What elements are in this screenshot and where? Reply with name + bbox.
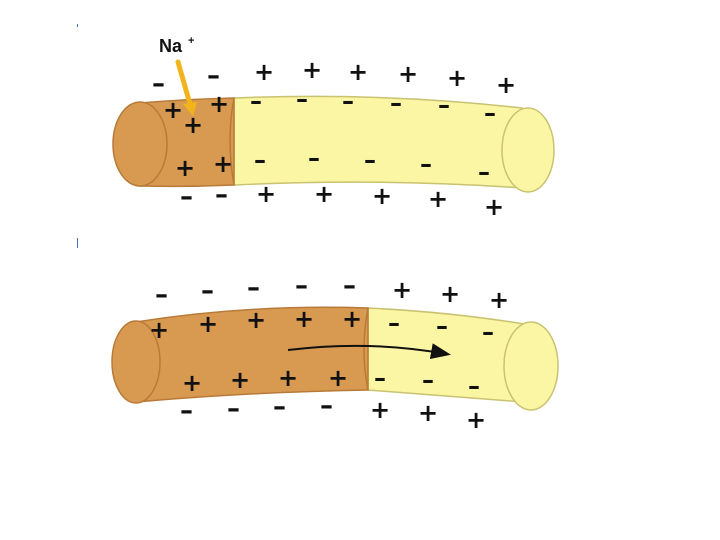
na-ion-label: Na (159, 36, 183, 56)
top-inner-minus-3: – (342, 87, 354, 115)
bottom-outer-plus-2: + (440, 280, 460, 308)
top-outer-plus-11: + (484, 193, 504, 221)
bottom-inner-minus-4: – (374, 364, 386, 392)
top-inner-minus-1: – (250, 87, 262, 115)
axon-top-right-end (501, 107, 555, 193)
bottom-inner-minus-6: – (468, 372, 480, 400)
bottom-inner-minus-2: – (436, 312, 448, 340)
top-inner-minus-8: – (308, 144, 320, 172)
top-outer-plus-2: + (302, 56, 322, 84)
bottom-outer-plus-4: + (370, 396, 390, 424)
na-influx-arrow-shaft (175, 59, 193, 107)
bottom-inner-plus-4: + (294, 305, 314, 333)
bottom-outer-plus-1: + (392, 276, 412, 304)
top-inner-minus-4: – (390, 89, 402, 117)
top-inner-minus-10: – (420, 150, 432, 178)
bottom-outer-minus-7: – (227, 394, 240, 424)
top-inner-plus-5: + (213, 150, 233, 178)
bottom-inner-plus-2: + (198, 310, 218, 338)
top-inner-minus-9: – (364, 146, 376, 174)
axon-bottom-left-end (111, 320, 161, 404)
top-inner-plus-3: + (209, 90, 229, 118)
top-outer-minus-1: – (152, 69, 165, 99)
top-inner-minus-5: – (438, 91, 450, 119)
na-influx-arrow-head (183, 102, 197, 116)
top-outer-plus-3: + (348, 58, 368, 86)
bottom-outer-minus-9: – (320, 391, 333, 421)
top-inner-minus-2: – (296, 85, 308, 113)
axon-bottom (111, 306, 559, 411)
sodium-influx: Na + (159, 35, 197, 116)
axon-top-charges: – – + + + + + + + + + – – – – – – + + – … (152, 56, 516, 221)
bottom-inner-plus-5: + (342, 305, 362, 333)
propagation-arrow (287, 343, 451, 360)
bottom-inner-plus-3: + (246, 306, 266, 334)
bottom-inner-minus-3: – (482, 318, 494, 346)
top-outer-minus-4: – (215, 180, 228, 210)
top-inner-minus-11: – (478, 158, 490, 186)
na-ion-charge: + (188, 35, 194, 47)
axon-top-left-end (112, 101, 168, 187)
top-outer-minus-2: – (207, 61, 220, 91)
bottom-inner-minus-1: – (388, 309, 400, 337)
bottom-outer-plus-3: + (489, 286, 509, 314)
top-outer-plus-1: + (254, 58, 274, 86)
bottom-outer-minus-2: – (201, 276, 214, 306)
bottom-outer-plus-5: + (418, 399, 438, 427)
top-outer-plus-10: + (428, 185, 448, 213)
slide-tick-mid (77, 238, 78, 248)
bottom-inner-minus-5: – (422, 366, 434, 394)
axon-bottom-front-boundary (363, 307, 369, 391)
top-outer-minus-3: – (180, 182, 193, 212)
bottom-outer-minus-5: – (343, 271, 356, 301)
top-inner-minus-7: – (254, 146, 266, 174)
axon-bottom-right-end (503, 321, 559, 411)
axon-bottom-charges: – – – – – + + + + + + + + – – – + + + + … (149, 271, 509, 434)
bottom-inner-plus-9: + (328, 364, 348, 392)
bottom-inner-plus-8: + (278, 364, 298, 392)
top-outer-plus-5: + (447, 64, 467, 92)
top-inner-minus-6: – (484, 99, 496, 127)
top-inner-plus-4: + (175, 154, 195, 182)
axon-top (112, 95, 555, 193)
top-outer-plus-4: + (398, 60, 418, 88)
top-outer-plus-7: + (256, 180, 276, 208)
bottom-inner-plus-7: + (230, 366, 250, 394)
bottom-outer-minus-6: – (180, 396, 193, 426)
top-outer-plus-9: + (372, 182, 392, 210)
bottom-outer-minus-8: – (273, 392, 286, 422)
bottom-inner-plus-6: + (182, 369, 202, 397)
bottom-inner-plus-1: + (149, 316, 169, 344)
top-inner-plus-2: + (183, 111, 203, 139)
top-outer-plus-6: + (496, 71, 516, 99)
bottom-outer-minus-3: – (247, 273, 260, 303)
axon-top-front-boundary (229, 97, 235, 186)
top-outer-plus-8: + (314, 180, 334, 208)
bottom-outer-plus-6: + (466, 406, 486, 434)
slide-tick-top (77, 24, 78, 27)
bottom-outer-minus-4: – (295, 271, 308, 301)
top-inner-plus-1: + (163, 96, 183, 124)
bottom-outer-minus-1: – (155, 280, 168, 310)
